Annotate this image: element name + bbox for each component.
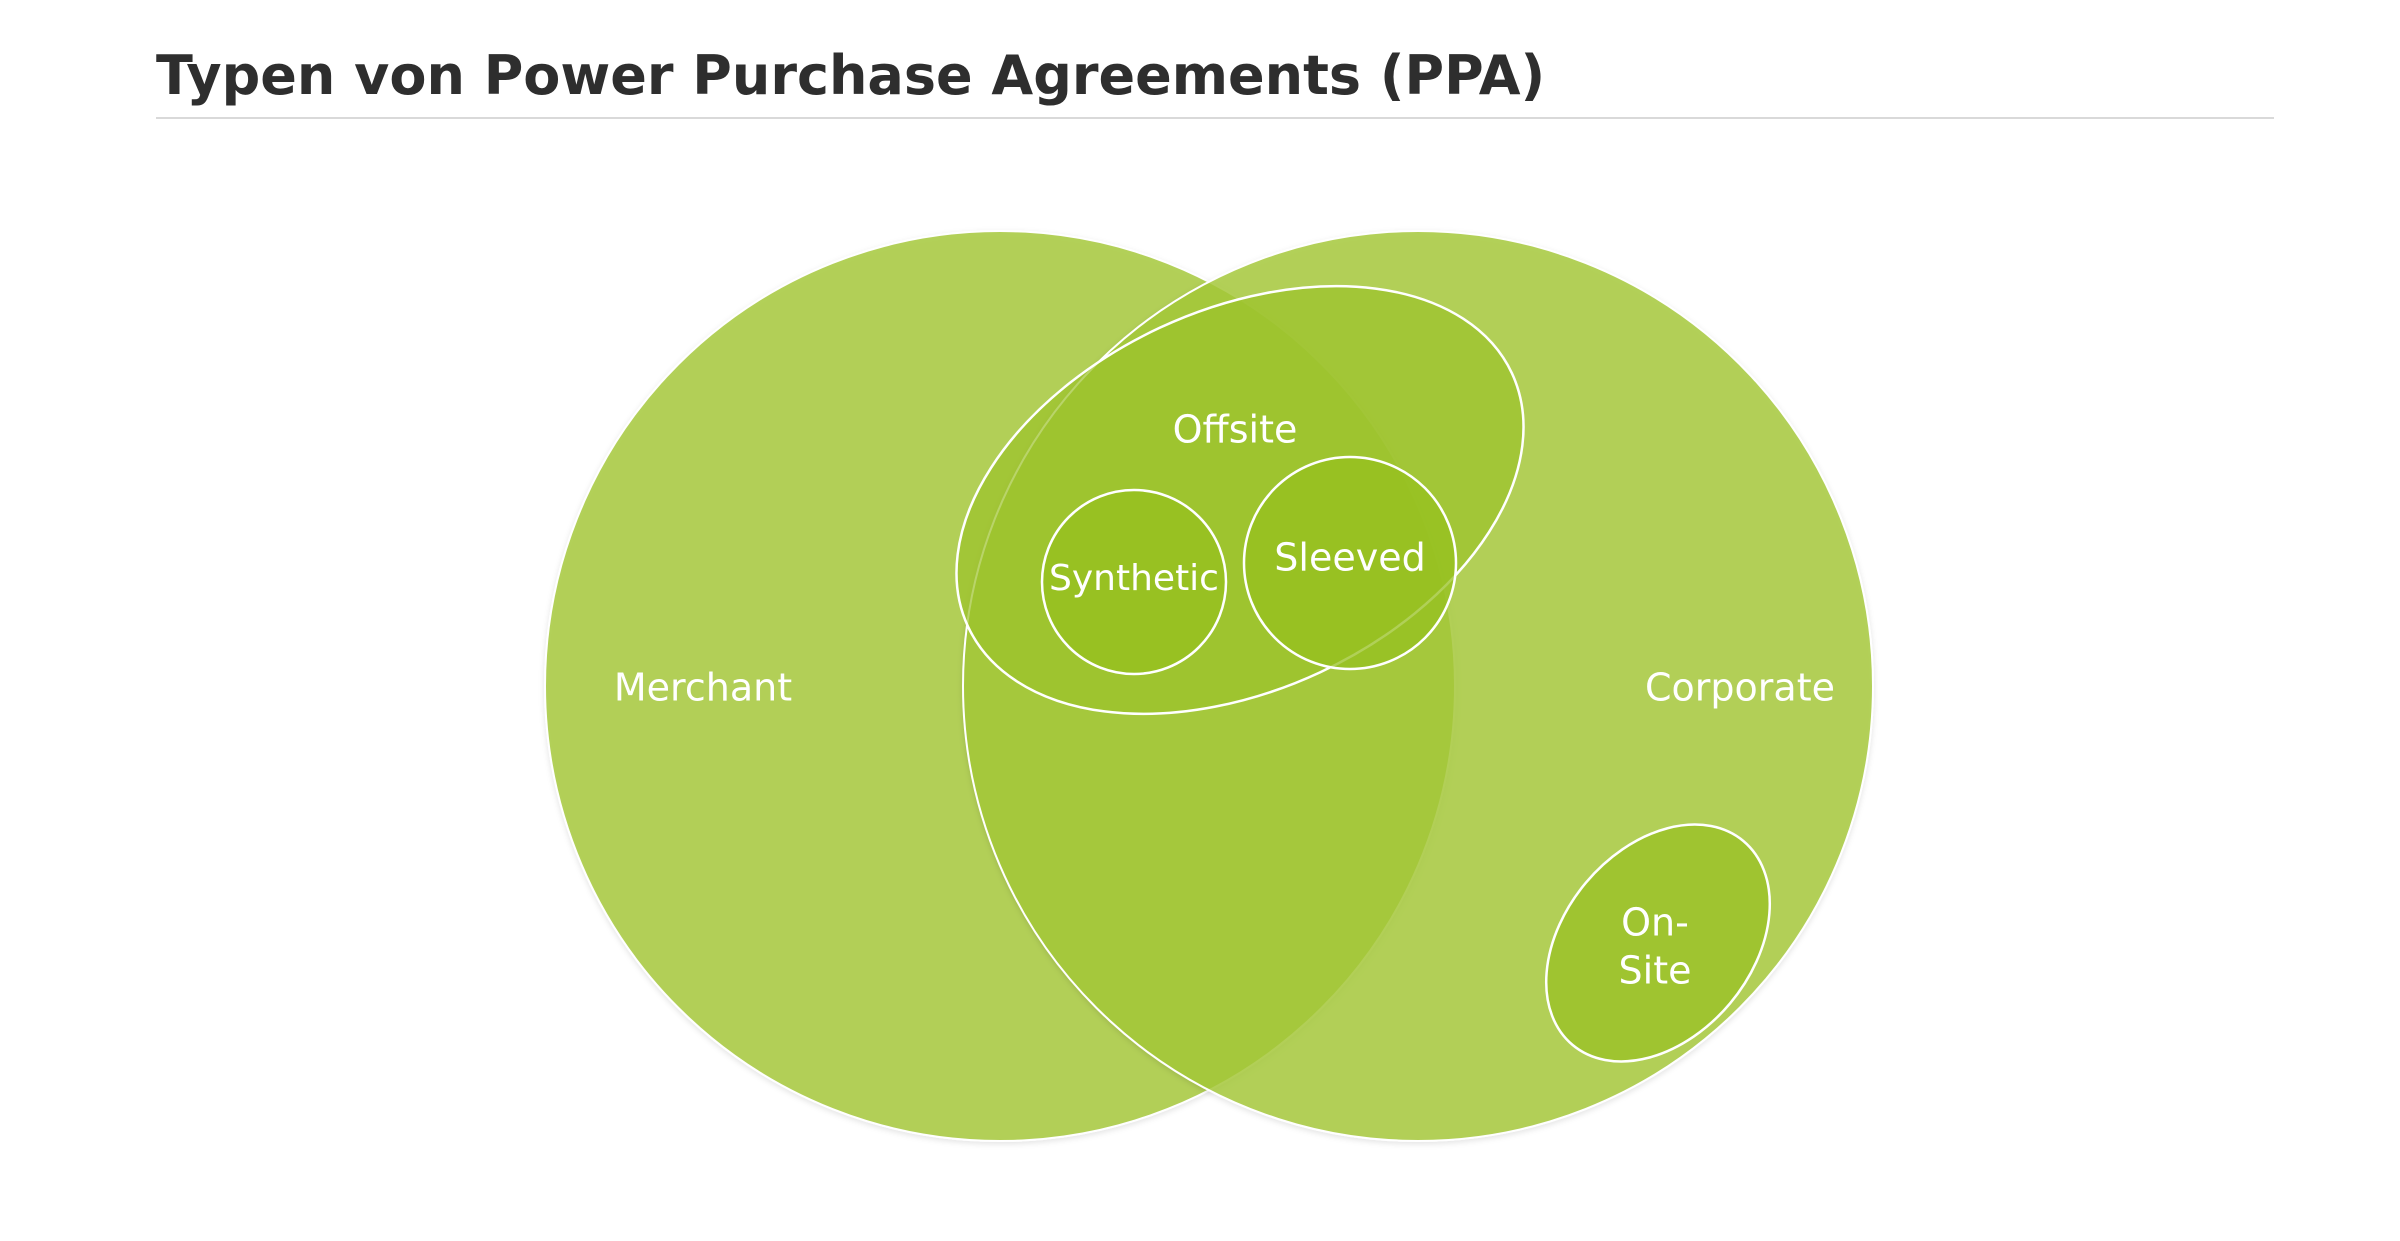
label-corporate: Corporate [1645,666,1835,710]
page-title: Typen von Power Purchase Agreements (PPA… [156,44,1546,107]
label-synthetic: Synthetic [1049,558,1219,599]
label-sleeved: Sleeved [1274,536,1425,580]
label-onsite-line2: Site [1619,949,1692,993]
onsite-ellipse [1544,823,1772,1063]
label-offsite: Offsite [1173,408,1298,452]
synthetic-circle [1040,488,1228,676]
title-divider [156,117,2274,119]
label-onsite-line1: On- [1621,901,1689,945]
sleeved-circle [1242,455,1458,671]
label-merchant: Merchant [614,666,792,710]
